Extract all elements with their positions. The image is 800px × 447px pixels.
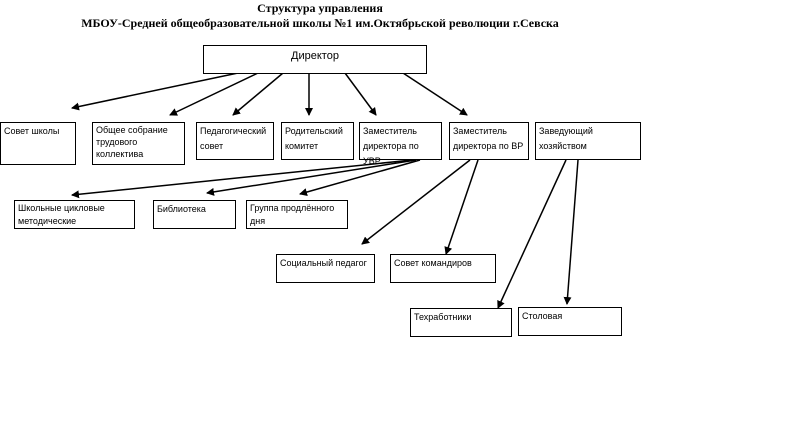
- arrow-director-council: [71, 72, 239, 111]
- arrow-director-vr: [402, 72, 468, 116]
- arrow-vr-commanders: [444, 159, 479, 255]
- arrow-household-canteen: [563, 159, 579, 305]
- node-household-manager: Заведующий хозяйством: [535, 122, 641, 160]
- chart-title: Структура управления: [257, 1, 383, 15]
- node-library: Библиотека: [153, 200, 236, 229]
- arrow-director-uvr: [344, 72, 377, 116]
- node-director: Директор: [203, 45, 427, 74]
- arrow-vr-social: [361, 159, 471, 245]
- node-extended-day: Группа продлённого дня: [246, 200, 348, 229]
- arrow-director-labor: [169, 72, 259, 116]
- node-parent-committee: Родительский комитет: [281, 122, 354, 160]
- arrow-uvr-extended: [299, 159, 421, 196]
- arrow-household-tech: [497, 159, 567, 309]
- arrow-director-pedcouncil: [232, 72, 284, 116]
- node-social-teacher: Социальный педагог: [276, 254, 375, 283]
- node-method-associations: Школьные цикловые методические: [14, 200, 135, 229]
- node-ped-council: Педагогический совет: [196, 122, 274, 160]
- node-labor-meeting: Общее собрание трудового коллектива: [92, 122, 185, 165]
- node-deputy-vr: Заместитель директора по ВР: [449, 122, 529, 160]
- node-school-council: Совет школы: [0, 122, 76, 165]
- node-tech-workers: Техработники: [410, 308, 512, 337]
- node-canteen: Столовая: [518, 307, 622, 336]
- node-commanders-council: Совет командиров: [390, 254, 496, 283]
- school-name: МБОУ-Средней общеобразовательной школы №…: [81, 16, 559, 30]
- node-deputy-uvr: Заместитель директора по УВР: [359, 122, 442, 166]
- arrow-uvr-method: [71, 159, 413, 199]
- arrow-uvr-library: [206, 159, 417, 196]
